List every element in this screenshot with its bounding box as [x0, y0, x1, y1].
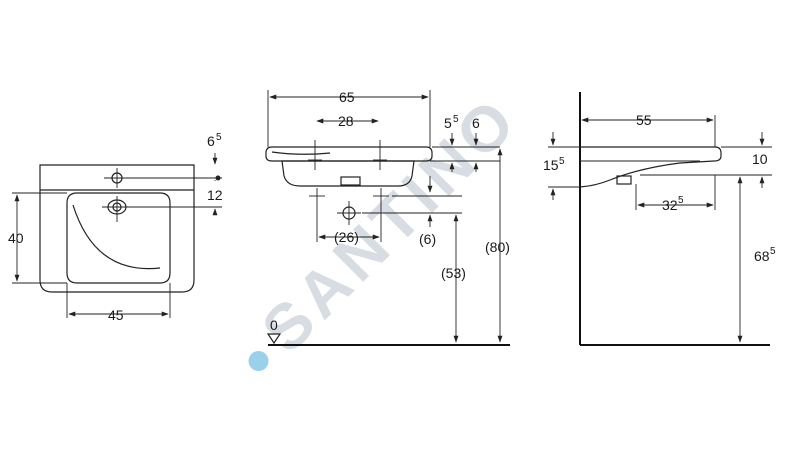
dim-685-label: 68 [754, 248, 770, 264]
profile-view: 55 15 5 10 32 5 68 5 [543, 92, 776, 346]
dim-12-label: 12 [207, 187, 223, 203]
dim-685-label-sup: 5 [770, 246, 776, 257]
basin-outer-outline [39, 164, 195, 293]
dim-10-label: 10 [752, 151, 768, 167]
dim-65-point-icon [215, 175, 221, 181]
dim-80-label: (80) [485, 239, 510, 255]
dim-155-label: 15 [543, 157, 559, 173]
bowl-curve [72, 204, 161, 270]
basin-body [281, 160, 415, 187]
dim-65-label-sup: 5 [216, 132, 222, 143]
dim-55-profile-label: 55 [636, 112, 652, 128]
dim-26-label: (26) [334, 229, 359, 245]
dim-325-label-sup: 5 [678, 195, 684, 206]
dim-65-top-label: 65 [339, 89, 355, 105]
slab-groove [271, 151, 331, 155]
watermark-drop-icon [248, 351, 269, 372]
dim-40-label: 40 [8, 230, 24, 246]
watermark-text: SANTINO [248, 82, 532, 366]
dim-155-label-sup: 5 [559, 156, 565, 167]
basin-profile-outline [579, 146, 722, 188]
dim-6-label: 6 [472, 115, 480, 131]
basin-top-slab [265, 146, 433, 162]
dim-325-label: 32 [662, 197, 678, 213]
dim-6b-label: (6) [419, 231, 436, 247]
dim-55-label-sup: 5 [453, 114, 459, 125]
floor-level-icon [266, 333, 282, 345]
waste-outlet [340, 176, 361, 186]
dim-28-label: 28 [338, 113, 354, 129]
side-view: 65 28 5 5 6 (6) (26) (53) (80) 0 [265, 89, 510, 346]
profile-waste [616, 175, 632, 185]
floor-zero-label: 0 [270, 317, 278, 333]
front-view: 6 5 12 40 45 [8, 132, 223, 323]
dim-65-label: 6 [207, 133, 215, 149]
basin-bowl-outline [66, 192, 171, 284]
dim-53-label: (53) [441, 265, 466, 281]
dim-55-label: 5 [444, 115, 452, 131]
dim-45-label: 45 [108, 307, 124, 323]
